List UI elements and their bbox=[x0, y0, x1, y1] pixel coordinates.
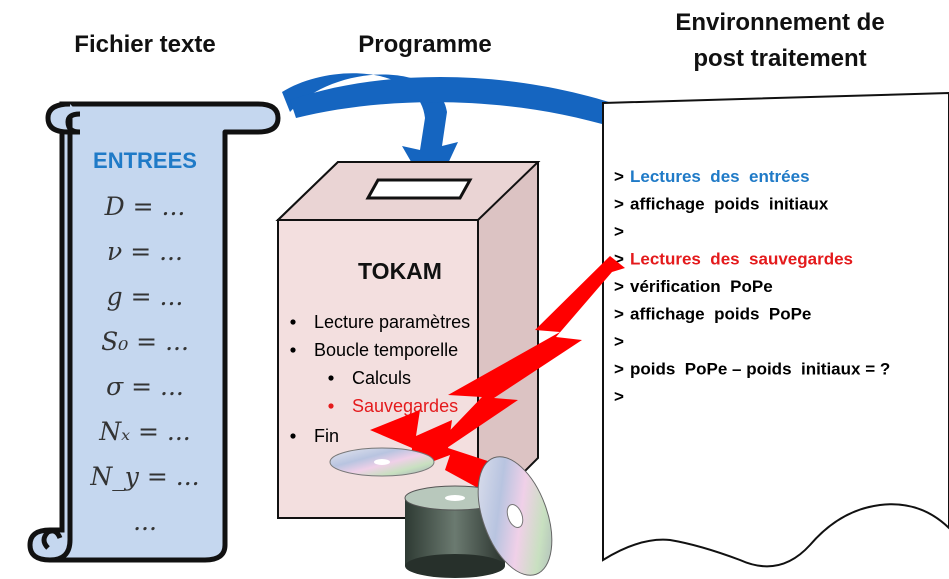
scroll-body bbox=[47, 101, 281, 563]
header-program: Programme bbox=[358, 31, 491, 58]
page-shape bbox=[602, 91, 949, 568]
header-post-env-line2: post traitement bbox=[693, 45, 866, 72]
output-line-text: Lectures des sauvegardes bbox=[630, 250, 853, 269]
box-title: TOKAM bbox=[358, 258, 442, 284]
output-line-text: Lectures des entrées bbox=[630, 167, 810, 186]
scroll-equation: ν = ... bbox=[107, 237, 183, 266]
scroll-equation: Nₓ = ... bbox=[98, 417, 190, 446]
header-post-env-line1: Environnement de bbox=[675, 9, 884, 36]
scroll-equation: σ = ... bbox=[106, 372, 184, 401]
scroll-bottom-curl bbox=[41, 528, 63, 550]
output-prompt: > bbox=[614, 332, 624, 351]
blue-arrows bbox=[282, 73, 717, 198]
lightning-bolts bbox=[370, 256, 625, 500]
bullet-text: Lecture paramètres bbox=[314, 312, 470, 332]
output-line-text: affichage poids initiaux bbox=[630, 195, 829, 214]
scroll-equation: N_y = ... bbox=[89, 462, 199, 491]
disc-stack-hole bbox=[445, 495, 465, 501]
scroll-title: ENTREES bbox=[93, 148, 197, 173]
disc-tilted-hole bbox=[506, 503, 524, 529]
bullet-text: Boucle temporelle bbox=[314, 340, 458, 360]
output-line-text: affichage poids PoPe bbox=[630, 305, 811, 324]
scroll-equation: S₀ = ... bbox=[101, 327, 189, 356]
disc-in-box-hole bbox=[374, 459, 390, 465]
arrow-to-postprocessing bbox=[290, 76, 717, 170]
disc-stack-bottom bbox=[405, 554, 505, 578]
output-prompt: > bbox=[614, 167, 624, 186]
bullet-dot bbox=[328, 375, 334, 381]
scroll-equation: g = ... bbox=[107, 282, 184, 311]
output-lines: > Lectures des entrées > affichage poids in… bbox=[614, 167, 890, 406]
output-prompt: > bbox=[614, 222, 624, 241]
post-processing-page: > Lectures des entrées > affichage poids in… bbox=[602, 91, 949, 568]
box-slot bbox=[365, 178, 473, 200]
scroll-equations: D = ... ν = ... g = ... S₀ = ... σ = ... Nₓ =… bbox=[89, 192, 199, 536]
bullet-dot bbox=[290, 347, 296, 353]
scroll-top-curl bbox=[45, 101, 81, 135]
scroll-document: ENTREES D = ... ν = ... g = ... S₀ = ... σ =… bbox=[27, 101, 281, 563]
bullet-dot bbox=[290, 433, 296, 439]
scroll-equation: D = ... bbox=[104, 192, 186, 221]
bullet-text: Fin bbox=[314, 426, 339, 446]
output-line-text: poids PoPe – poids initiaux = ? bbox=[630, 360, 890, 379]
lightning-upper bbox=[412, 256, 625, 470]
bullet-text: Calculs bbox=[352, 368, 411, 388]
bullet-dot bbox=[290, 319, 296, 325]
output-prompt: > bbox=[614, 250, 624, 269]
scroll-equation: ... bbox=[133, 507, 157, 536]
output-prompt: > bbox=[614, 387, 624, 406]
arrow-to-program bbox=[282, 73, 458, 198]
output-prompt: > bbox=[614, 195, 624, 214]
output-prompt: > bbox=[614, 360, 624, 379]
disc-group bbox=[329, 447, 553, 578]
lightning-lower bbox=[370, 410, 515, 500]
output-line-text: vérification PoPe bbox=[630, 277, 773, 296]
header-input-file: Fichier texte bbox=[74, 31, 215, 58]
bullet-text: Sauvegardes bbox=[352, 396, 458, 416]
output-prompt: > bbox=[614, 305, 624, 324]
bullet-dot bbox=[328, 403, 334, 409]
output-prompt: > bbox=[614, 277, 624, 296]
